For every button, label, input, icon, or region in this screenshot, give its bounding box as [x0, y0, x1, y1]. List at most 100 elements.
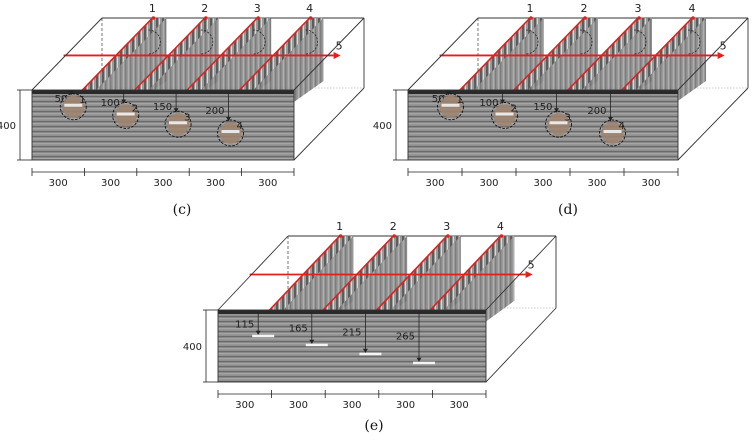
- panel-caption: (e): [364, 418, 383, 434]
- target-reflection: [221, 130, 240, 133]
- scan-hyperbola-mark: [525, 29, 539, 55]
- scan-section-marker: [392, 234, 397, 238]
- target-reflection: [116, 112, 135, 116]
- scan-section-marker: [499, 234, 504, 238]
- box-bottom-right-edge: [485, 307, 557, 383]
- depth-arrow-head: [500, 99, 505, 104]
- depth-arrow-head: [173, 108, 179, 113]
- target-number-label: 1: [79, 95, 85, 106]
- section-number-label: 3: [635, 2, 642, 15]
- section-number-label: 4: [689, 2, 696, 15]
- box-top-left-edge: [407, 17, 479, 91]
- scan-section-marker: [446, 234, 450, 238]
- target-number-label: 3: [184, 112, 190, 123]
- depth-label: 200: [205, 106, 224, 117]
- target-reflection-line: [359, 352, 382, 356]
- target-reflection: [64, 103, 83, 107]
- scan-hyperbola-mark: [148, 29, 161, 55]
- scan-section-marker: [583, 16, 587, 20]
- box-front-face: [407, 89, 679, 161]
- target-outline-circle: [545, 110, 572, 138]
- box-top-right-edge: [485, 235, 557, 311]
- depth-arrow-head: [255, 330, 261, 335]
- depth-label: 50: [55, 94, 68, 105]
- section-number-label: 4: [497, 220, 504, 233]
- width-dimension-label: 300: [206, 178, 225, 189]
- target-number-label: 4: [619, 121, 625, 132]
- height-dimension-label: 400: [183, 342, 202, 353]
- height-dimension-label: 400: [373, 121, 392, 132]
- scan-section-marker: [256, 16, 261, 20]
- depth-label: 165: [289, 323, 308, 334]
- width-dimension-label: 300: [289, 400, 308, 411]
- target-outline-circle: [164, 110, 192, 138]
- scan-section-marker: [691, 16, 695, 20]
- panel-caption: (d): [558, 202, 578, 218]
- depth-arrow-head: [121, 99, 127, 104]
- section-number-label: 1: [527, 2, 534, 15]
- target-reflection-line: [252, 334, 275, 338]
- depth-label: 150: [533, 102, 552, 113]
- width-dimension-label: 300: [587, 178, 606, 189]
- target-number-label: 1: [457, 95, 463, 106]
- width-dimension-label: 300: [235, 400, 254, 411]
- depth-label: 150: [153, 102, 172, 113]
- width-dimension-label: 300: [396, 400, 415, 411]
- scan-line-arrowhead: [525, 270, 533, 278]
- depth-arrow-head: [554, 108, 559, 113]
- target-reflection-line: [305, 343, 328, 347]
- depth-arrow-head: [226, 117, 231, 121]
- scan-hyperbola-mark: [633, 29, 647, 55]
- scan-line-arrowhead: [333, 51, 341, 59]
- width-dimension-label: 300: [641, 178, 660, 189]
- radargram-surface-band: [218, 310, 486, 314]
- radargram-front-face: [218, 310, 486, 382]
- section-number-label: 3: [254, 2, 261, 15]
- scan-line-label: 5: [336, 39, 343, 52]
- radargram-surface-band: [32, 90, 294, 94]
- scan-section-marker: [338, 234, 343, 238]
- scan-hyperbola-mark: [200, 29, 214, 55]
- scan-section-marker: [637, 16, 641, 20]
- target-reflection: [441, 103, 460, 107]
- box-top-left-edge: [217, 235, 289, 311]
- target-outline-circle: [437, 93, 464, 121]
- scan-hyperbola-mark: [579, 29, 593, 55]
- scan-line-arrowhead: [717, 51, 725, 59]
- depth-arrow-head: [68, 90, 74, 95]
- box-top-right-edge: [677, 17, 749, 91]
- target-outline-circle: [491, 102, 518, 129]
- width-dimension-label: 300: [49, 178, 68, 189]
- depth-label: 200: [587, 106, 606, 117]
- target-reflection: [169, 121, 188, 125]
- target-number-label: 4: [237, 121, 243, 132]
- depth-label: 50: [432, 94, 445, 105]
- box-front-face: [217, 309, 487, 383]
- scan-section-marker: [151, 16, 156, 20]
- target-number-label: 2: [132, 104, 138, 115]
- target-outline-circle: [217, 119, 244, 147]
- target-number-label: 3: [565, 112, 571, 123]
- section-number-label: 2: [390, 220, 397, 233]
- width-dimension-label: 300: [153, 178, 172, 189]
- width-dimension-label: 300: [342, 400, 361, 411]
- width-dimension-label: 300: [101, 178, 120, 189]
- target-reflection: [549, 121, 568, 125]
- depth-arrow-head: [362, 348, 368, 353]
- target-outline-circle: [112, 102, 140, 129]
- section-number-label: 2: [201, 2, 208, 15]
- scan-line-label: 5: [720, 39, 727, 52]
- width-dimension-label: 300: [450, 400, 469, 411]
- radargram-surface-band: [408, 90, 678, 94]
- scan-section-marker: [308, 16, 313, 20]
- width-dimension-label: 300: [258, 178, 277, 189]
- panel-caption: (c): [173, 202, 192, 218]
- section-number-label: 3: [443, 220, 450, 233]
- depth-arrow-head: [309, 339, 315, 344]
- box-top-left-edge: [31, 17, 103, 91]
- target-outline-circle: [599, 119, 626, 147]
- depth-label: 115: [235, 319, 254, 330]
- box-top-right-edge: [293, 17, 365, 91]
